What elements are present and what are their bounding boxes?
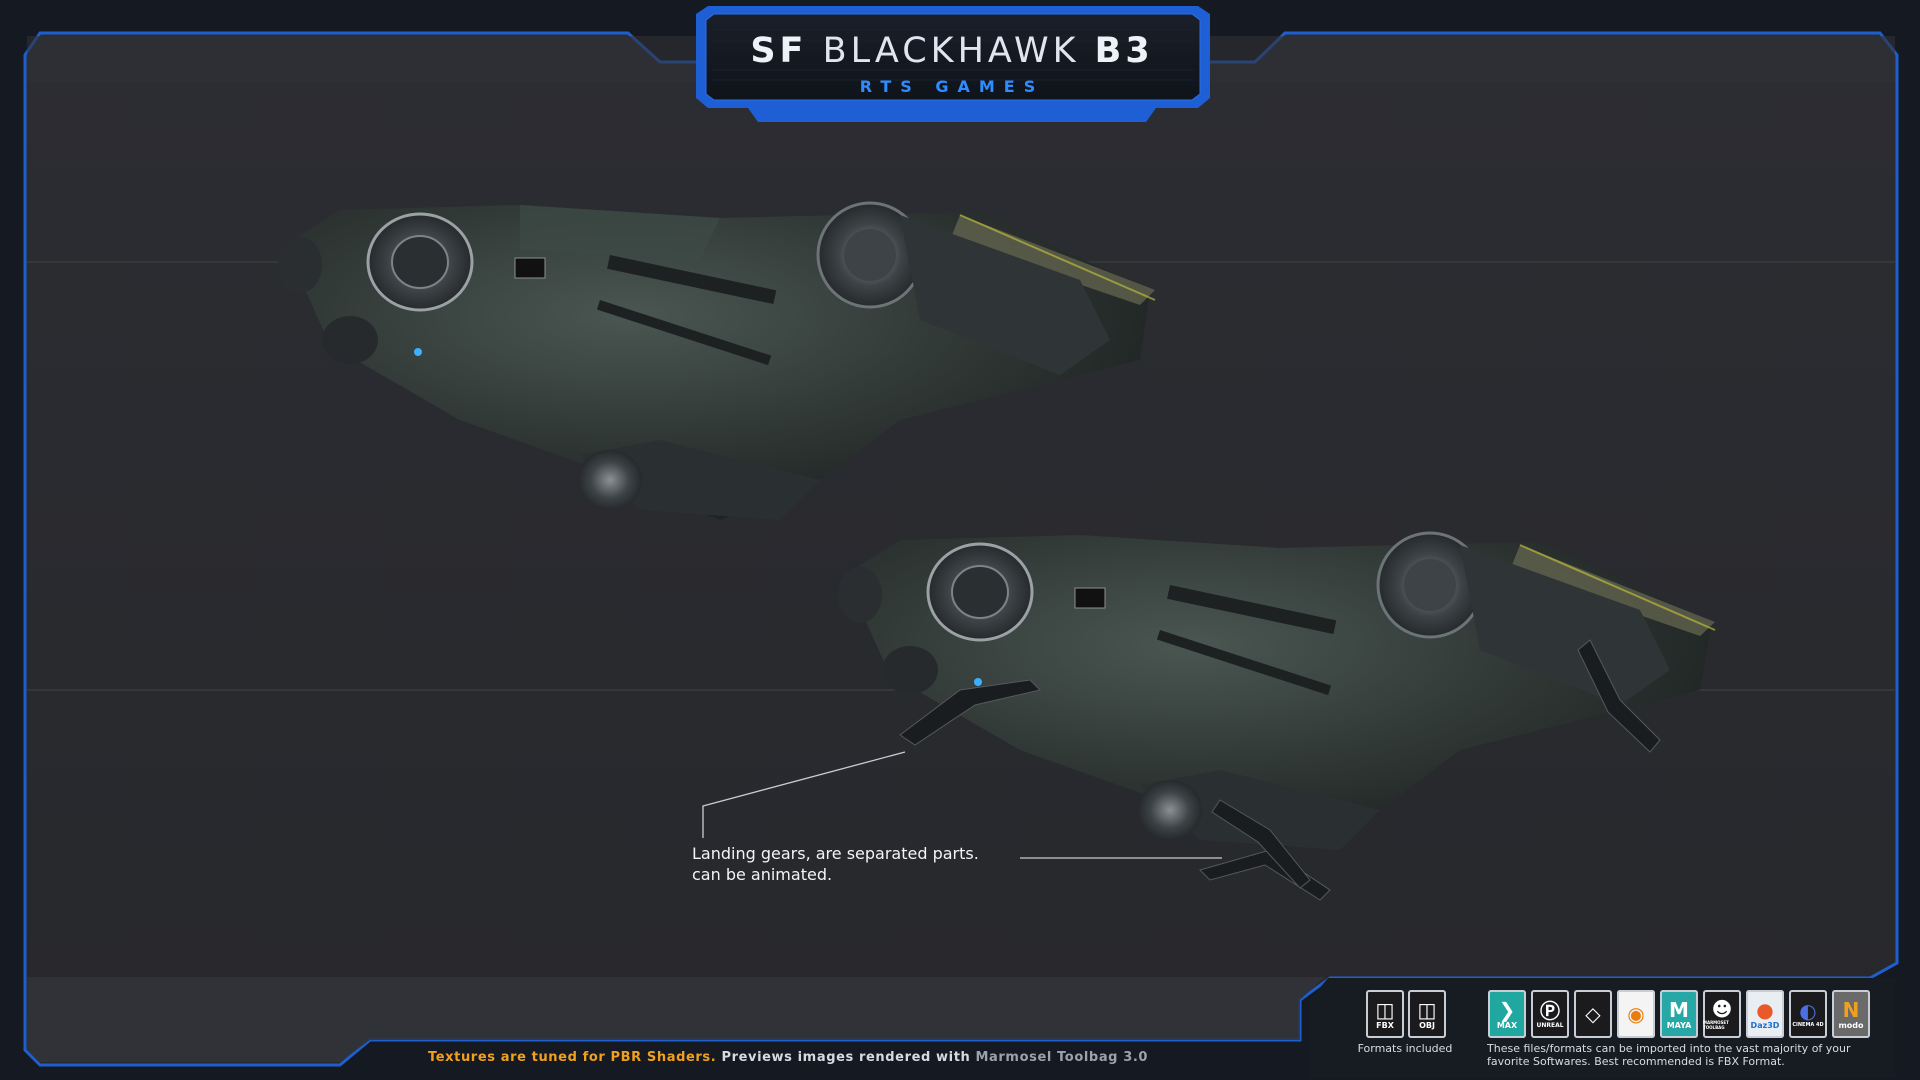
cinema4d-icon: ◐CINEMA 4D (1789, 990, 1827, 1038)
daz3d-icon: ●Daz3D (1746, 990, 1784, 1038)
render-note-toolbag: Marmosel Toolbag 3.0 (975, 1050, 1149, 1065)
software-compat-label: These files/formats can be imported into… (1487, 1042, 1851, 1068)
marmoset-icon: ☻MARMOSET TOOLBAG (1703, 990, 1741, 1038)
unity-icon: ◇ (1574, 990, 1612, 1038)
obj-file-icon: ◫OBJ (1408, 990, 1446, 1038)
title-prefix: SF (750, 30, 808, 71)
landing-gear-callout: Landing gears, are separated parts. can … (692, 843, 1032, 885)
blender-icon: ◉ (1617, 990, 1655, 1038)
title-plate: SF BLACKHAWK B3 RTS GAMES (694, 10, 1210, 122)
render-note: Textures are tuned for PBR Shaders. Prev… (428, 1050, 1188, 1065)
ship-render-top (278, 201, 1156, 520)
callout-line-1: Landing gears, are separated parts. (692, 844, 979, 863)
formats-included-label: Formats included (1357, 1042, 1453, 1055)
title-suffix: B3 (1094, 30, 1154, 71)
title-subtitle: RTS GAMES (859, 76, 1045, 96)
product-title: SF BLACKHAWK B3 (750, 31, 1153, 71)
fbx-file-icon: ◫FBX (1366, 990, 1404, 1038)
render-note-mid: Previews images rendered with (716, 1050, 976, 1065)
title-name: BLACKHAWK (822, 30, 1080, 71)
ship-render-bottom (838, 531, 1716, 901)
render-note-pbr: Textures are tuned for PBR Shaders. (428, 1050, 717, 1065)
3dsmax-icon: ❯MAX (1488, 990, 1526, 1038)
callout-line-2: can be animated. (692, 865, 833, 884)
